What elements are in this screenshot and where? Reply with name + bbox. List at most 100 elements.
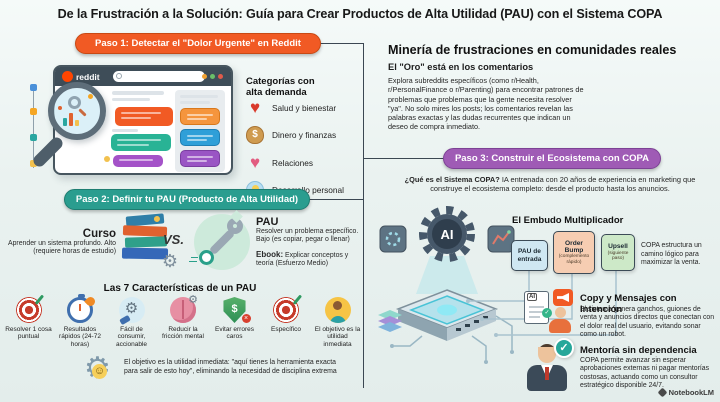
caracteristicas-title: Las 7 Características de un PAU [103,283,257,294]
ai-chip-illustration: AI [378,206,515,364]
paso3-badge: Paso 3: Construir el Ecosistema con COPA [443,148,661,169]
category-label: Desarrollo personal [272,185,344,195]
circuit-node [30,84,37,91]
paso2-badge-label: Paso 2: Definir tu PAU (Producto de Alta… [75,194,299,205]
paso3-intro: ¿Qué es el Sistema COPA? IA entrenada co… [398,175,702,194]
broken-heart-icon: ♥ [249,153,261,172]
comment-bubble-orange [115,107,173,126]
chip-side-left [398,309,447,341]
category-item: ♥ Relaciones [246,154,313,172]
mini-bar [75,120,79,126]
mini-stack [378,316,402,326]
magnifier-lens [48,82,106,140]
mini-bar [69,113,73,126]
curso-desc: Aprender un sistema profundo. Alto (requ… [7,240,116,256]
paso3-badge-label: Paso 3: Construir el Ecosistema con COPA [454,153,650,164]
window-dot [202,74,207,79]
hand-wrench-icon: ⚙ [118,297,145,326]
categories-title: Categorías con alta demanda [246,76,315,98]
notebooklm-logo-icon [657,387,668,398]
speed-line [191,256,198,258]
mini-bar [63,118,67,126]
floating-panel-gear [379,225,407,253]
circuit-trace [471,335,487,360]
books-stack-icon: ⚙ [118,212,178,270]
comments-sidebar [175,90,225,172]
category-item: $ Dinero y finanzas [246,126,336,144]
pau-block: PAU Resolver un problema específico. Baj… [256,216,374,269]
funnel-box-order-bump: Order Bump (complemento rápido) [553,231,595,274]
embudo-note: COPA estructura un camino lógico para ma… [641,242,702,267]
bulb-icon [252,185,259,192]
sidebar-bubble-orange [180,108,220,125]
book [122,225,168,237]
footer-brand: NotebookLM [657,387,714,398]
comment-bubble-teal [111,134,171,151]
category-item: ♥ Salud y bienestar [246,99,336,117]
caracteristica-item: Resultados rápidos (24-72 horas) [56,294,105,348]
window-dot [218,74,223,79]
caracteristica-label: Reducir la fricción mental [162,326,204,341]
mini-magnifier-icon [68,96,81,109]
paso1-badge-label: Paso 1: Detectar el "Dolor Urgente" en R… [95,38,301,49]
circuit-trace [394,335,423,347]
user-dot [104,156,110,162]
connector-paso1 [318,43,364,45]
heart-pulse-icon: ♥ [249,98,261,117]
copy-body: El sistema genera ganchos, guiones de ve… [580,306,715,339]
search-icon [116,73,122,79]
error-badge: × [241,314,251,323]
copy-title: Copy y Mensajes con Intención [580,293,677,315]
check-bubble-icon: ✓ [554,338,574,358]
brain-gear-icon: ⚙ [170,295,198,323]
reddit-logo-icon [62,71,73,82]
mineria-body: Explora subreddits específicos (como r/H… [388,76,584,132]
paso3-intro-lead: ¿Qué es el Sistema COPA? [404,175,500,184]
curso-block: Curso Aprender un sistema profundo. Alto… [4,228,116,257]
data-dot [58,106,62,110]
chip-glow [437,304,457,316]
speed-line [189,260,197,262]
smiley-face: ☺ [92,364,107,379]
text-bar [180,101,210,104]
paso3-intro-rest: IA entrenada con 20 años de experiencia … [430,175,696,194]
caracteristicas-row: Resolver 1 cosa puntual Resultados rápid… [4,294,362,348]
mineria-subtitle: El "Oro" está en los comentarios [388,62,534,72]
reddit-logo-text: reddit [76,72,100,82]
text-bar [112,129,138,132]
book [124,236,168,248]
divider-vertical [363,44,365,388]
sidebar-bubble-blue [180,129,220,146]
caracteristica-label: Resolver 1 cosa puntual [5,326,52,341]
text-bar [112,91,164,95]
gear-smiley-icon: ⚙ ☺ [84,352,118,390]
category-label: Dinero y finanzas [272,130,337,140]
pau-tool-icon [189,210,250,270]
funnel-box-title: PAU de entrada [517,248,542,263]
stopwatch-icon [199,250,214,265]
target-icon [15,297,42,323]
caracteristica-label: Resultados rápidos (24-72 horas) [59,326,101,348]
mini-stack [378,322,402,332]
ai-doc-label: AI [527,293,537,301]
caracteristica-item: $ × Evitar errores caros [210,297,259,348]
ai-doc-icon: AI ✓ [524,291,552,324]
connector-paso2 [306,199,364,201]
gear-icon: ⚙ [161,251,178,271]
panel-chart-icon [492,231,510,245]
shield-dollar-icon: $ [223,297,246,323]
funnel-box-sub: (siguiente paso) [607,250,629,262]
ebook-desc: Explicar conceptos y teoría (Esfuerzo Me… [256,251,349,268]
person-avatar-icon [324,297,351,323]
panel-gear-icon [385,231,401,247]
copy-person-icon [547,307,573,335]
caracteristica-item: ⚙ Fácil de consumir, accionable [107,297,156,348]
mini-handle [78,108,87,117]
notebooklm-brand-text: NotebookLM [668,388,714,397]
circuit-node [30,134,37,141]
paso2-badge: Paso 2: Definir tu PAU (Producto de Alta… [64,189,310,210]
glow-beam [416,256,478,294]
data-dot [88,94,93,99]
pau-desc: Resolver un problema específico. Bajo (e… [256,228,359,244]
